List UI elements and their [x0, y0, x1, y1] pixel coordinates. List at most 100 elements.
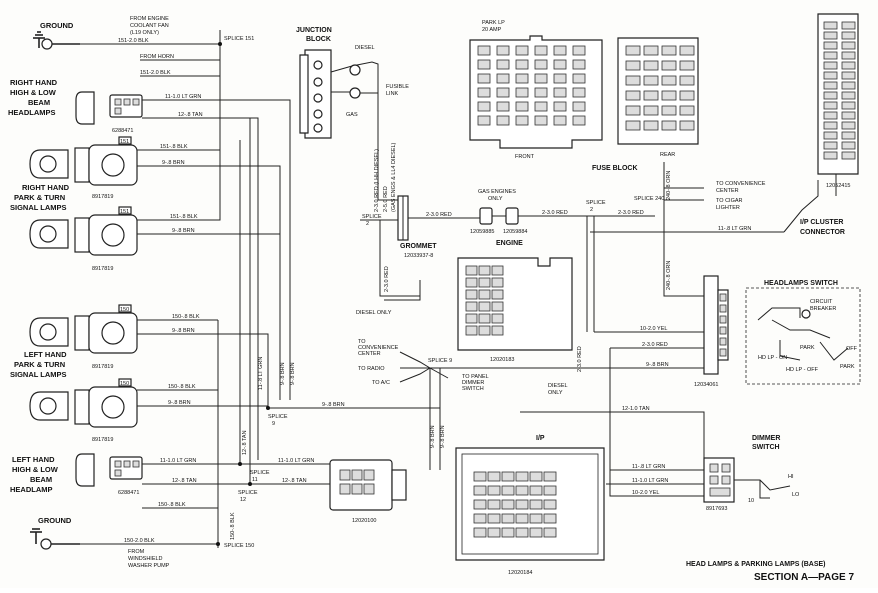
fuse-slot — [625, 45, 641, 56]
cluster-pin — [823, 141, 838, 150]
wire-v2-red: 2-3.0 RED — [577, 346, 583, 372]
cluster-pin — [823, 51, 838, 60]
rh-head-part-number: 6288471 — [112, 128, 133, 134]
wire-v-red-a: 2-3.0 RED (LHH DIESEL) — [374, 149, 380, 212]
ip-fuse-slot — [515, 485, 529, 496]
fuse-slot — [477, 87, 491, 98]
junction-block — [299, 49, 379, 160]
cluster-pin — [823, 61, 838, 70]
wire-12-tan-b: 12-.8 TAN — [172, 478, 197, 484]
ip-fuse-slot — [473, 485, 487, 496]
fuse-slot — [661, 105, 677, 116]
ip-connector-12020100 — [329, 459, 407, 511]
ip-title: I/P — [536, 435, 545, 442]
lo-note: LO — [792, 492, 800, 498]
splice-2a: SPLICE 2 — [362, 214, 383, 227]
fuse-slot — [643, 60, 659, 71]
footer-section: SECTION A—PAGE 7 — [754, 572, 854, 583]
wire-v150-blk: 150-.8 BLK — [230, 512, 236, 540]
ip-fuse-slot — [501, 485, 515, 496]
fuse-slot — [515, 59, 529, 70]
splice-150: SPLICE 150 — [224, 543, 254, 549]
cluster-part: 12052415 — [826, 183, 850, 189]
wire-r12-tan: 12-1.0 TAN — [622, 406, 650, 412]
lh-park1-tag: 150 — [120, 307, 129, 313]
rh-park-lamp-2 — [29, 206, 138, 256]
engine-title: ENGINE — [496, 240, 523, 247]
rh-park-lamp-1 — [29, 136, 138, 186]
cluster-pin — [841, 51, 856, 60]
ip-fuse-slot — [543, 513, 557, 524]
fuse-slot — [496, 45, 510, 56]
ip-fuse-slot — [529, 485, 543, 496]
ip-fuse-slot — [515, 499, 529, 510]
fuse-slot — [534, 87, 548, 98]
fuse-slot — [515, 115, 529, 126]
fusible-link-note: FUSIBLE LINK — [386, 84, 410, 97]
ground-bottom-label: GROUND — [38, 516, 72, 525]
dimmer-switch — [703, 457, 791, 503]
hd-lp-off: HD LP - OFF — [786, 367, 819, 373]
ip-fuse-slot — [515, 513, 529, 524]
lh-park2-part: 8917819 — [92, 437, 113, 443]
ip-fuse-slot — [529, 513, 543, 524]
lh-headlamp-connector — [75, 453, 143, 487]
cluster-pin — [823, 121, 838, 130]
ten-note: 10 — [748, 498, 754, 504]
engine-fuse-slot — [478, 265, 491, 276]
off-note: OFF — [846, 346, 858, 352]
fuse-slot — [625, 60, 641, 71]
cluster-pin — [841, 61, 856, 70]
lh-park2-tag: 150 — [120, 381, 129, 387]
dimmer-part: 8917693 — [706, 506, 727, 512]
wire-v12-tan: 12-.8 TAN — [242, 430, 248, 455]
fuse-slot — [553, 59, 567, 70]
wire-r11-lgrn3: 11-1.0 LT GRN — [632, 478, 668, 484]
ip-fuse-slot — [473, 499, 487, 510]
fuse-slot — [534, 73, 548, 84]
fuse-slot — [515, 73, 529, 84]
fuse-slot — [515, 101, 529, 112]
engine-fuse-block — [457, 257, 573, 351]
fuse-slot — [679, 120, 695, 131]
rh-park-label: RIGHT HAND PARK & TURN SIGNAL LAMPS — [10, 183, 71, 212]
cluster-pin — [841, 151, 856, 160]
left-wires — [80, 30, 440, 548]
wire-splice-red1: 2-3.0 RED — [426, 212, 452, 218]
grommet — [360, 160, 480, 297]
diesel-only-wire — [384, 280, 421, 301]
engine-part: 12020183 — [490, 357, 514, 363]
wire-151-blk-b: 151-.8 BLK — [170, 214, 198, 220]
from-fan-note: FROM ENGINE COOLANT FAN (L19 ONLY) — [130, 16, 170, 36]
engine-fuse-slot — [465, 325, 478, 336]
wire-9-brn-d: 9-.8 BRN — [168, 400, 191, 406]
ip-fuse-slot — [501, 499, 515, 510]
splice-2b: SPLICE 2 — [586, 200, 607, 213]
fuse-slot — [496, 73, 510, 84]
cluster-pin — [841, 41, 856, 50]
splice-240-wires — [663, 162, 704, 297]
cluster-pin — [841, 121, 856, 130]
engine-fuse-slot — [491, 289, 504, 300]
wire-h11-lgrn: 11-1.0 LT GRN — [278, 458, 314, 464]
splice-11-label: SPLICE 11 — [250, 470, 271, 483]
to-ac-note: TO A/C — [372, 380, 390, 386]
headlamps-switch-title: HEADLAMPS SWITCH — [764, 280, 838, 287]
ip-fuse-slot — [515, 527, 529, 538]
fuse-slot — [572, 101, 586, 112]
rh-park1-tag: 151 — [120, 139, 129, 145]
wire-r10-yel: 10-2.0 YEL — [640, 326, 667, 332]
ip-cluster-connector — [783, 13, 859, 233]
fuse-slot — [534, 45, 548, 56]
circuit-breaker-note: CIRCUIT BREAKER — [810, 299, 836, 312]
fuse-slot — [496, 115, 510, 126]
ground-bottom-symbol — [30, 528, 80, 550]
cluster-pin — [823, 91, 838, 100]
wire-v240-orn2: 240-.8 ORN — [666, 261, 672, 290]
from-washer-note: FROM WINDSHIELD WASHER PUMP — [128, 549, 170, 569]
rh-headlamps-label: RIGHT HAND HIGH & LOW BEAM HEADLAMPS — [8, 78, 59, 117]
ip-fuse-slot — [543, 471, 557, 482]
fuse-slot — [553, 101, 567, 112]
engine-fuse-slot — [478, 313, 491, 324]
ip-fuse-slot — [543, 527, 557, 538]
